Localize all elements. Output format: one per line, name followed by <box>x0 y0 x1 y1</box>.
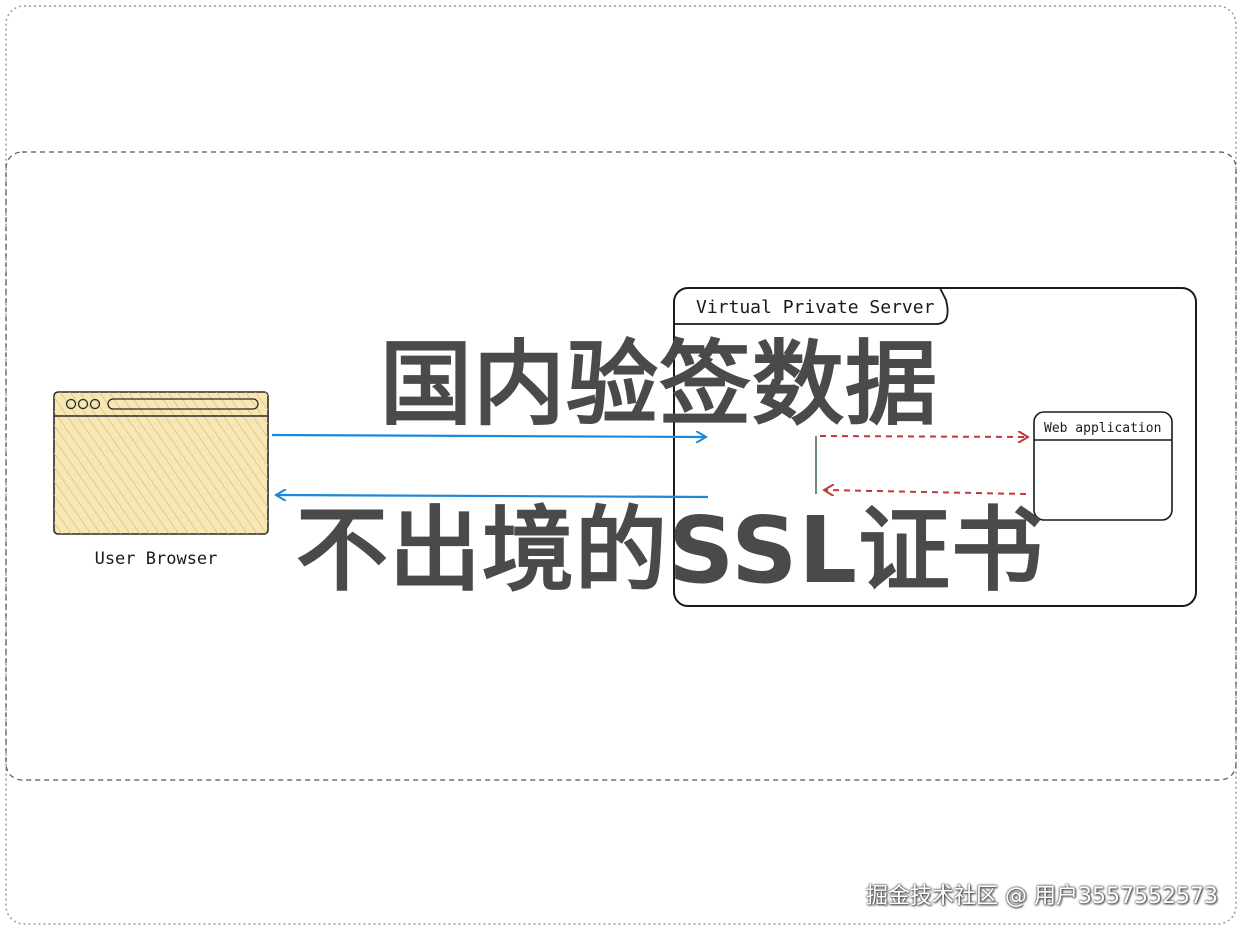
outer-frame <box>5 5 1237 925</box>
server-label: Virtual Private Server <box>696 297 935 318</box>
webapp-box <box>1033 411 1173 521</box>
request-arrow <box>271 435 706 437</box>
vps-container <box>673 287 1197 607</box>
address-bar <box>107 398 259 410</box>
title-line-2: 不出境的SSL证书 <box>296 497 1045 604</box>
watermark: 掘金技术社区 @ 用户3557552573 <box>866 884 1218 909</box>
forward-arrow <box>819 436 1028 437</box>
window-dot-icon <box>89 398 101 410</box>
response-arrow <box>276 495 709 497</box>
inner-frame <box>5 151 1237 781</box>
title-line-1: 国内验签数据 <box>380 331 939 438</box>
user-browser <box>53 391 269 535</box>
browser-label: User Browser <box>95 549 218 569</box>
window-dot-icon <box>77 398 89 410</box>
return-arrow <box>824 490 1027 494</box>
window-dot-icon <box>65 398 77 410</box>
webapp-label: Web application <box>1044 421 1161 436</box>
